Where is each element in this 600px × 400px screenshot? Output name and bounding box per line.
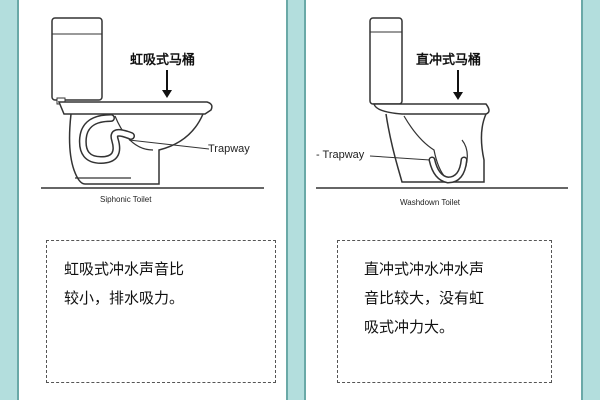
siphonic-toilet-illustration: 虹吸式马桶 Trapway Siphonic Toilet xyxy=(41,17,264,204)
washdown-toilet-panel: 直冲式马桶 - Trapway Washdown Toilet 直冲式冲水冲水声… xyxy=(304,0,583,400)
siphonic-note-box: 虹吸式冲水声音比 较小，排水吸力。 xyxy=(46,240,276,383)
washdown-trapway-inner xyxy=(430,158,466,183)
toilet-tank xyxy=(51,17,103,101)
siphonic-note-text: 虹吸式冲水声音比 较小，排水吸力。 xyxy=(64,255,184,313)
toilet-seat xyxy=(373,103,490,115)
toilet-tank xyxy=(369,17,403,105)
siphonic-title: 虹吸式马桶 xyxy=(130,52,195,68)
trapway-pointer-line xyxy=(128,139,210,150)
washdown-caption: Washdown Toilet xyxy=(400,198,461,207)
arrow-head xyxy=(453,92,463,100)
siphonic-trapway-inner xyxy=(80,115,134,163)
trapway-pointer-line xyxy=(369,155,431,161)
washdown-note-box: 直冲式冲水冲水声 音比较大，没有虹 吸式冲力大。 xyxy=(337,240,552,383)
siphonic-note-line-1: 虹吸式冲水声音比 xyxy=(64,260,185,278)
washdown-note-text: 直冲式冲水冲水声 音比较大，没有虹 吸式冲力大。 xyxy=(364,255,484,342)
washdown-trapway-label: - Trapway xyxy=(316,149,365,161)
toilet-seat xyxy=(57,101,213,115)
washdown-note-line-1: 直冲式冲水冲水声 xyxy=(364,260,485,278)
washdown-note-line-3: 吸式冲力大。 xyxy=(364,318,455,336)
arrow-head xyxy=(162,90,172,98)
toilet-body xyxy=(68,113,204,185)
washdown-note-line-2: 音比较大，没有虹 xyxy=(364,289,485,307)
siphonic-note-line-2: 较小，排水吸力。 xyxy=(64,289,185,307)
bowl-inner xyxy=(114,115,154,151)
siphonic-toilet-panel: 虹吸式马桶 Trapway Siphonic Toilet 虹吸式冲水声音比 较… xyxy=(17,0,288,400)
washdown-toilet-illustration: 直冲式马桶 - Trapway Washdown Toilet xyxy=(316,17,568,207)
siphonic-trapway-label: Trapway xyxy=(208,143,250,155)
washdown-title: 直冲式马桶 xyxy=(416,52,481,68)
siphonic-caption: Siphonic Toilet xyxy=(100,195,152,204)
